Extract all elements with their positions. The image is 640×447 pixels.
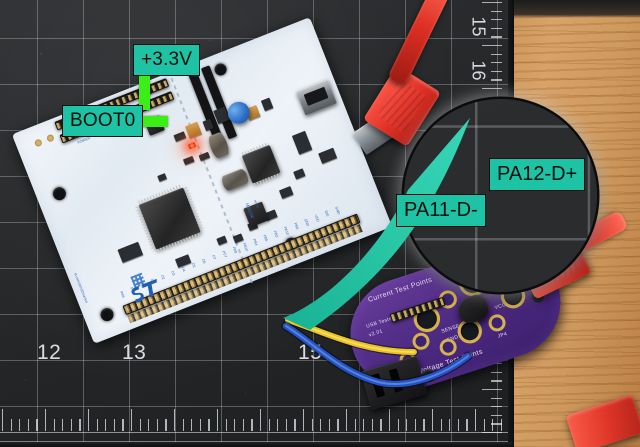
ruler-tick <box>346 409 348 431</box>
mat-number-13: 13 <box>122 341 147 364</box>
ruler-tick <box>96 419 98 431</box>
ruler-tick <box>492 419 494 431</box>
ruler-tick <box>389 409 391 431</box>
ruler-tick <box>234 419 236 431</box>
ruler-tick <box>363 419 365 431</box>
ruler-tick <box>277 419 279 431</box>
ruler-tick <box>423 419 425 431</box>
stm32-nucleo-board: st.com/stm32nucleo MB1136 rev C POWER PA… <box>11 17 393 344</box>
mat-number-12: 12 <box>37 341 62 364</box>
ruler-tick <box>2 409 4 431</box>
desk-shadow-edge <box>480 0 640 18</box>
ruler-tick <box>303 409 305 431</box>
ruler-tick <box>45 409 47 431</box>
ruler-tick <box>148 419 150 431</box>
mat-number-15: 15 <box>298 341 323 364</box>
ruler-tick <box>260 409 262 431</box>
ruler-tick <box>466 419 468 431</box>
ruler-tick <box>406 419 408 431</box>
ruler-tick <box>88 409 90 431</box>
ruler-tick <box>122 419 124 431</box>
label-pa11-dminus: PA11-D- <box>396 194 486 227</box>
ruler-baseline <box>0 431 512 433</box>
ruler-tick <box>414 419 417 431</box>
ruler-tick <box>483 419 485 431</box>
ruler-tick <box>482 432 502 434</box>
ruler-tick <box>105 419 107 431</box>
ruler-tick <box>491 27 502 30</box>
ruler-tick <box>131 409 133 431</box>
ruler-tick <box>225 419 227 431</box>
mat-number-v-16: 16 <box>468 60 489 81</box>
st-logo <box>127 277 167 310</box>
ruler-tick <box>491 423 502 425</box>
ruler-tick <box>70 419 73 431</box>
ruler-tick <box>491 397 502 399</box>
ruler-tick <box>268 419 270 431</box>
ruler-tick <box>491 371 502 374</box>
label-pa12-dplus: PA12-D+ <box>489 158 586 191</box>
ruler-tick <box>294 419 296 431</box>
ruler-tick <box>311 419 313 431</box>
mat-ruler-bottom <box>0 389 512 447</box>
ruler-tick <box>491 10 502 12</box>
ruler-tick <box>320 419 322 431</box>
ruler-tick <box>457 419 460 431</box>
ruler-tick <box>182 419 184 431</box>
ruler-tick <box>62 419 64 431</box>
ruler-tick <box>217 409 219 431</box>
ruler-tick <box>397 419 399 431</box>
ruler-tick <box>491 70 502 73</box>
ruler-tick <box>10 419 12 431</box>
ruler-tick <box>251 419 253 431</box>
ruler-baseline-2 <box>0 440 512 442</box>
ruler-tick <box>79 419 81 431</box>
ruler-tick <box>191 419 193 431</box>
ruler-tick <box>491 36 502 38</box>
label-boot0: BOOT0 <box>62 105 144 137</box>
ruler-tick <box>53 419 55 431</box>
mat-number-v-15: 15 <box>468 16 489 37</box>
ruler-tick <box>27 419 30 431</box>
ruler-tick <box>475 409 477 431</box>
ruler-tick <box>242 419 245 431</box>
ruler-tick <box>491 363 502 365</box>
ruler-tick <box>500 419 503 431</box>
ruler-tick <box>449 419 451 431</box>
ruler-tick <box>328 419 331 431</box>
ruler-tick <box>113 419 116 431</box>
ruler-tick <box>482 2 502 4</box>
label-vcc-3v3: +3.3V <box>133 44 201 76</box>
ruler-tick <box>199 419 202 431</box>
ruler-tick <box>491 406 502 408</box>
leader-line-boot0 <box>128 116 168 127</box>
ruler-tick <box>440 419 442 431</box>
ruler-tick <box>491 380 502 382</box>
ruler-tick <box>432 409 434 431</box>
leader-line-vcc33 <box>139 68 150 110</box>
ruler-tick <box>19 419 21 431</box>
ruler-tick <box>491 53 502 55</box>
ruler-tick <box>139 419 141 431</box>
ruler-tick <box>208 419 210 431</box>
ruler-tick <box>285 419 288 431</box>
ruler-tick <box>491 96 502 98</box>
ruler-tick <box>491 79 502 81</box>
ruler-tick <box>371 419 374 431</box>
ruler-tick <box>354 419 356 431</box>
ruler-tick <box>491 414 502 417</box>
ruler-tick <box>380 419 382 431</box>
ruler-tick <box>165 419 167 431</box>
ruler-tick <box>482 88 502 90</box>
ruler-tick <box>491 62 502 64</box>
mat-bottom-edge <box>0 442 512 447</box>
ruler-tick <box>482 389 502 391</box>
ruler-tick <box>482 45 502 47</box>
ruler-tick <box>156 419 159 431</box>
ruler-tick <box>174 409 176 431</box>
ruler-tick <box>337 419 339 431</box>
ruler-tick <box>491 19 502 21</box>
ruler-tick <box>36 419 38 431</box>
